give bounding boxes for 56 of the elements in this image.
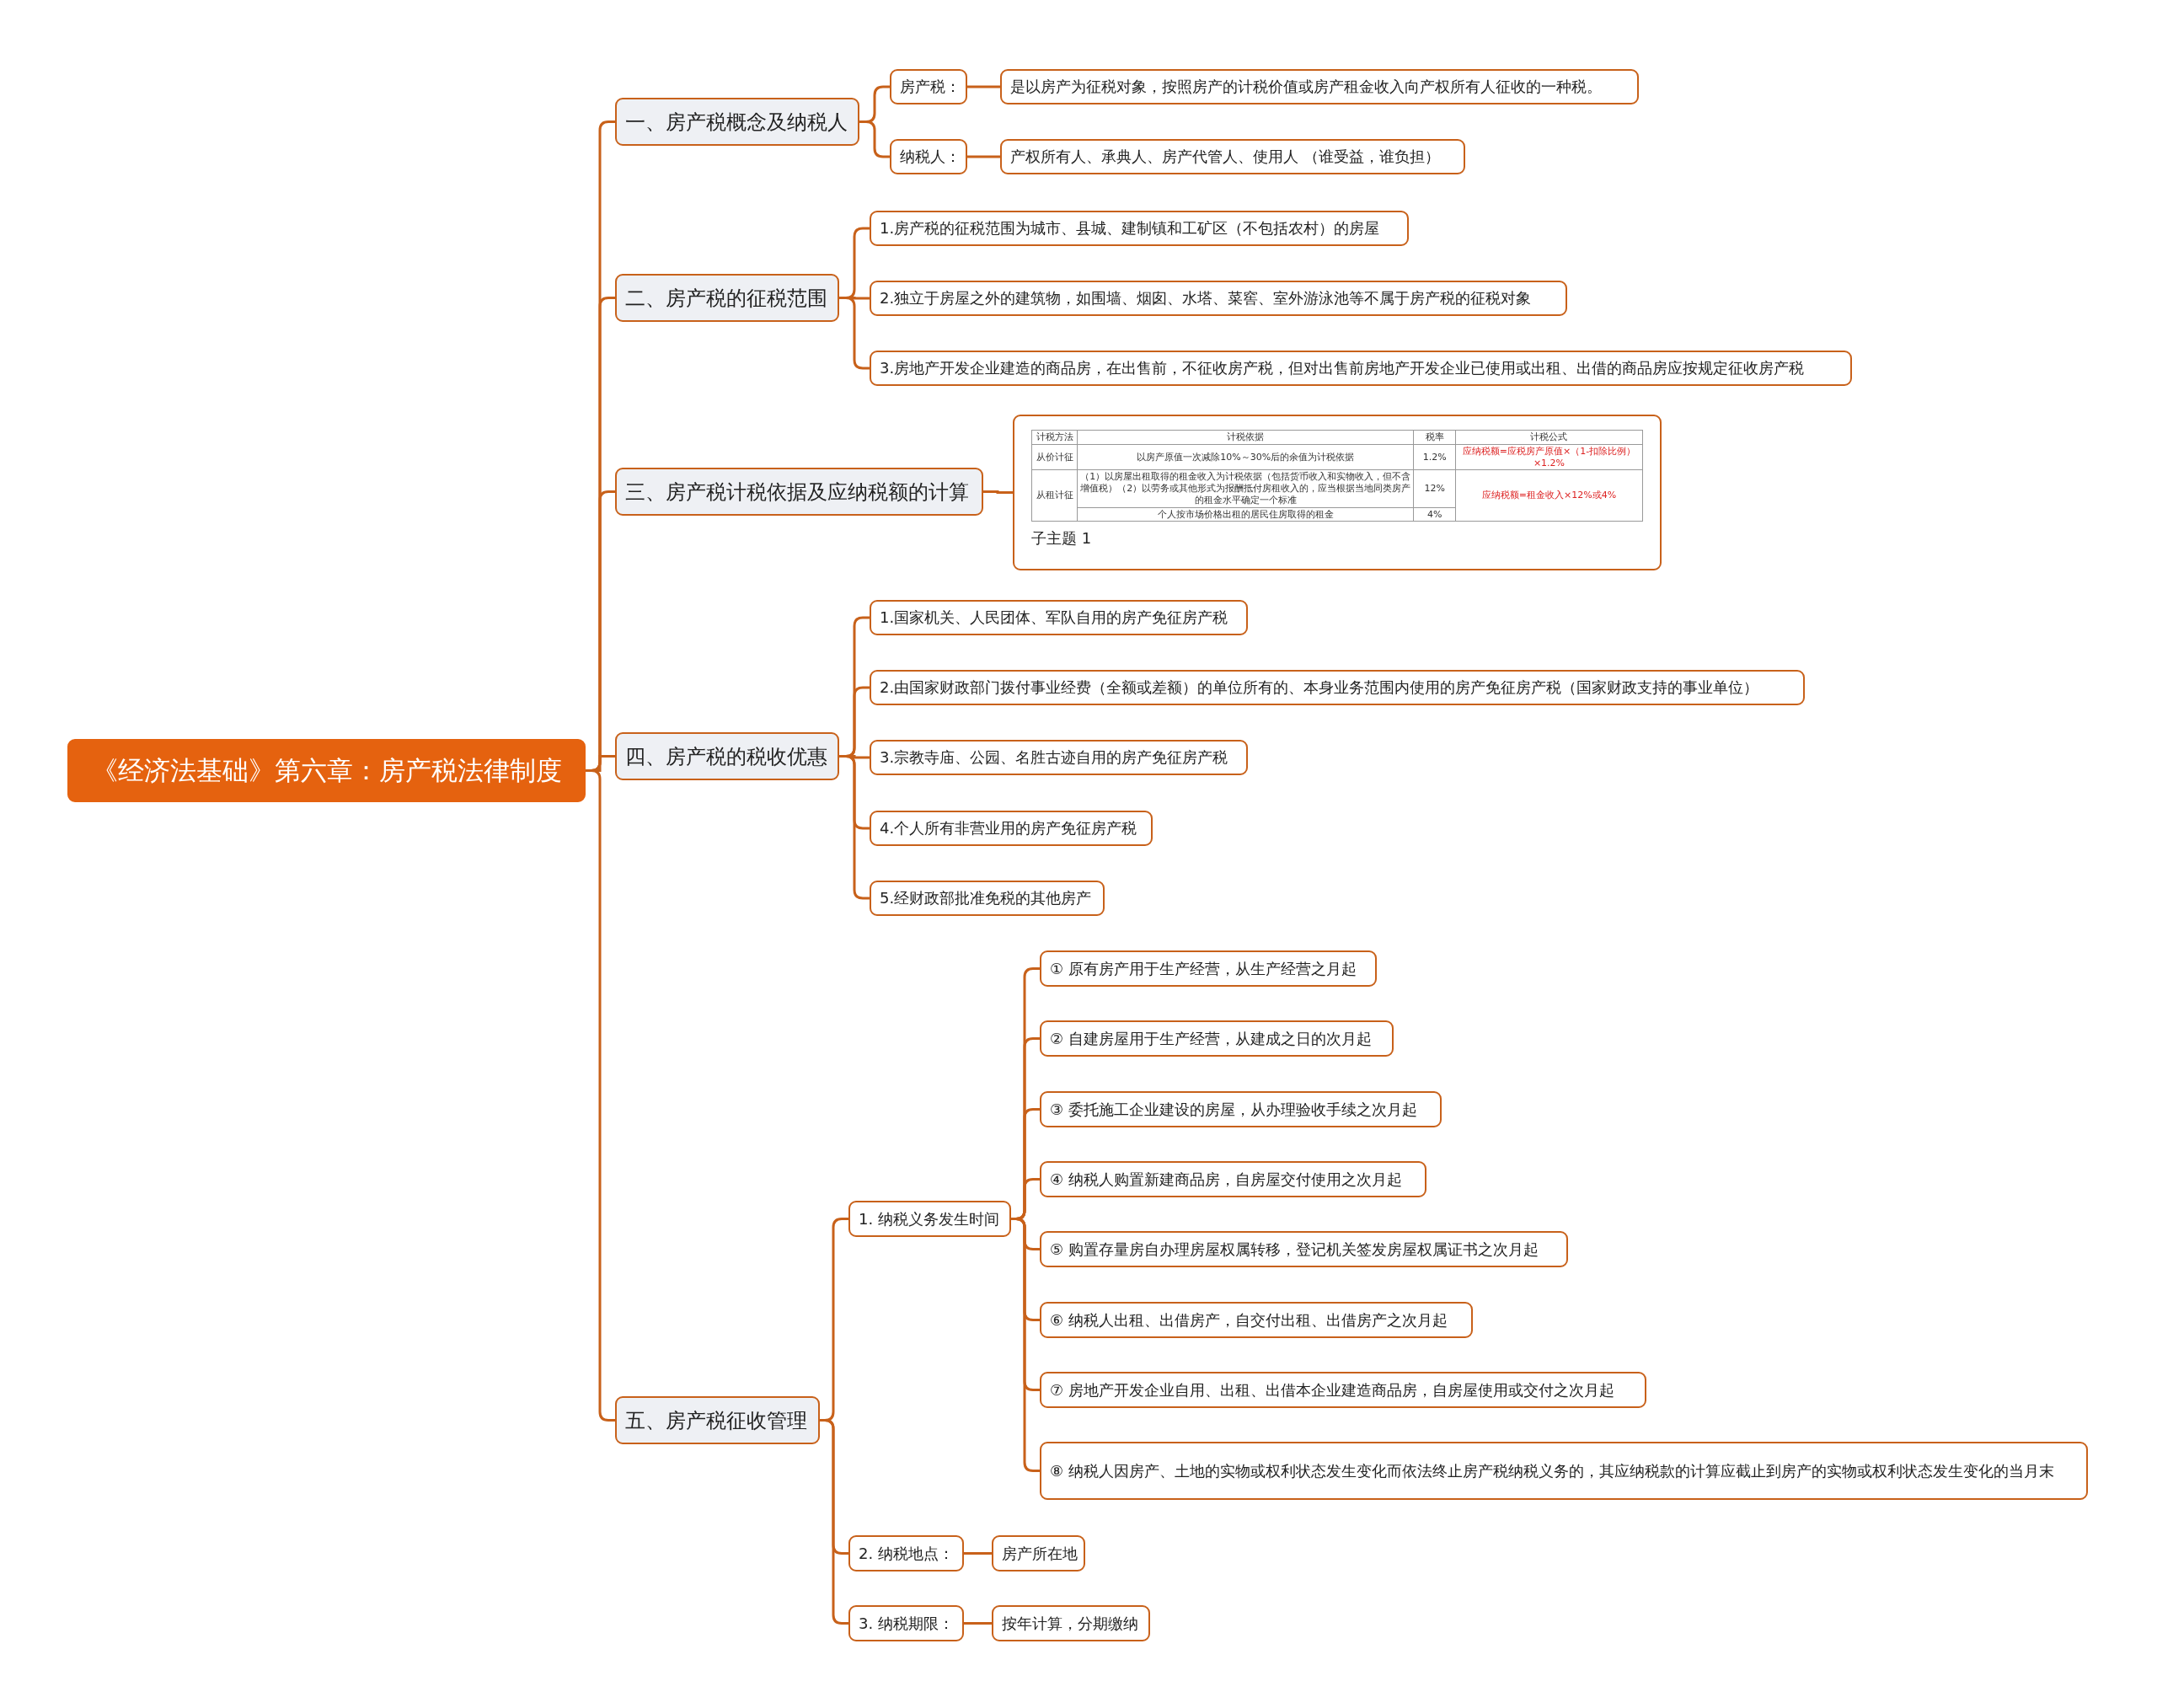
table-cell: 从租计征 bbox=[1031, 469, 1078, 522]
table-cell: 计税依据 bbox=[1077, 430, 1414, 445]
connector-line bbox=[967, 155, 1000, 158]
table-cell: 个人按市场价格出租的居民住房取得的租金 bbox=[1077, 507, 1414, 522]
connector-line bbox=[839, 755, 870, 900]
connector-line bbox=[859, 120, 890, 158]
connector-line bbox=[1011, 1218, 1040, 1472]
table-cell: 税率 bbox=[1413, 430, 1456, 445]
subtopic-box: 产权所有人、承典人、房产代管人、使用人 （谁受益，谁负担） bbox=[1000, 139, 1465, 174]
subtopic-box: ① 原有房产用于生产经营，从生产经营之月起 bbox=[1040, 950, 1377, 987]
connector-line bbox=[983, 490, 1013, 494]
table-cell: 应纳税额=应税房产原值×（1-扣除比例）×1.2% bbox=[1455, 444, 1643, 470]
subtopic-box: ⑤ 购置存量房自办理房屋权属转移，登记机关签发房屋权属证书之次月起 bbox=[1040, 1231, 1568, 1267]
branch-topic-box: 一、房产税概念及纳税人 bbox=[615, 98, 859, 146]
branch-topic-box: 四、房产税的税收优惠 bbox=[615, 732, 839, 780]
connector-line bbox=[839, 297, 870, 370]
subtopic-box: 3.房地产开发企业建造的商品房，在出售前，不征收房产税，但对出售前房地产开发企业已使用或出租、出借的商品房应按规定征收房产税 bbox=[870, 351, 1852, 386]
subtopic-box: 1.国家机关、人民团体、军队自用的房产免征房产税 bbox=[870, 600, 1248, 635]
table-cell: 计税公式 bbox=[1455, 430, 1643, 445]
subtopic-box: 1.房产税的征税范围为城市、县城、建制镇和工矿区（不包括农村）的房屋 bbox=[870, 211, 1409, 246]
central-topic-box: 《经济法基础》第六章：房产税法律制度 bbox=[67, 739, 586, 802]
connector-line bbox=[964, 1622, 992, 1625]
subtopic-box: ③ 委托施工企业建设的房屋，从办理验收手续之次月起 bbox=[1040, 1091, 1442, 1127]
table-cell: 12% bbox=[1413, 469, 1456, 507]
subtopic-box: ⑧ 纳税人因房产、土地的实物或权利状态发生变化而依法终止房产税纳税义务的，其应纳税款的计算应截止到房产的实物或权利状态发生变化的当月末 bbox=[1040, 1442, 2088, 1500]
subtopic-box: 按年计算，分期缴纳 bbox=[992, 1605, 1150, 1641]
connector-line bbox=[964, 1552, 992, 1555]
branch-topic-box: 二、房产税的征税范围 bbox=[615, 274, 839, 322]
subtopic-box: 是以房产为征税对象，按照房产的计税价值或房产租金收入向产权所有人征收的一种税。 bbox=[1000, 69, 1639, 104]
subtopic-box: 4.个人所有非营业用的房产免征房产税 bbox=[870, 811, 1153, 846]
table-cell: 计税方法 bbox=[1031, 430, 1078, 445]
subtopic-box: 1. 纳税义务发生时间 bbox=[848, 1201, 1011, 1237]
topic-caption: 子主题 1 bbox=[1031, 528, 1092, 549]
subtopic-box: 2. 纳税地点： bbox=[848, 1535, 964, 1571]
table-cell: 应纳税额=租金收入×12%或4% bbox=[1455, 469, 1643, 522]
subtopic-box: 房产税： bbox=[890, 69, 967, 104]
subtopic-box: 3.宗教寺庙、公园、名胜古迹自用的房产免征房产税 bbox=[870, 740, 1248, 775]
subtopic-box: 5.经财政部批准免税的其他房产 bbox=[870, 881, 1105, 916]
branch-topic-box: 三、房产税计税依据及应纳税额的计算 bbox=[615, 468, 983, 516]
table-cell: 1.2% bbox=[1413, 444, 1456, 470]
subtopic-box: 房产所在地 bbox=[992, 1535, 1085, 1571]
subtopic-box: 2.由国家财政部门拨付事业经费（全额或差额）的单位所有的、本身业务范围内使用的房产免征房产税（国家财政支持的事业单位） bbox=[870, 670, 1805, 705]
connector-line bbox=[820, 1419, 848, 1625]
table-cell: （1）以房屋出租取得的租金收入为计税依据（包括货币收入和实物收入，但不含增值税）（2）以劳务或其他形式为报酬抵付房租收入的，应当根据当地同类房产的租金水平确定一个标准 bbox=[1077, 469, 1414, 507]
subtopic-box: ⑦ 房地产开发企业自用、出租、出借本企业建造商品房，自房屋使用或交付之次月起 bbox=[1040, 1372, 1646, 1408]
subtopic-box: 3. 纳税期限： bbox=[848, 1605, 964, 1641]
table-cell: 从价计征 bbox=[1031, 444, 1078, 470]
branch-topic-box: 五、房产税征收管理 bbox=[615, 1396, 820, 1444]
subtopic-box: ④ 纳税人购置新建商品房，自房屋交付使用之次月起 bbox=[1040, 1161, 1426, 1197]
subtopic-box: 纳税人： bbox=[890, 139, 967, 174]
table-image-box bbox=[1013, 415, 1662, 570]
subtopic-box: ② 自建房屋用于生产经营，从建成之日的次月起 bbox=[1040, 1020, 1394, 1057]
subtopic-box: ⑥ 纳税人出租、出借房产，自交付出租、出借房产之次月起 bbox=[1040, 1302, 1473, 1338]
connector-line bbox=[967, 85, 1000, 88]
subtopic-box: 2.独立于房屋之外的建筑物，如围墙、烟囱、水塔、菜窖、室外游泳池等不属于房产税的征税对象 bbox=[870, 281, 1567, 316]
table-cell: 以房产原值一次减除10%～30%后的余值为计税依据 bbox=[1077, 444, 1414, 470]
